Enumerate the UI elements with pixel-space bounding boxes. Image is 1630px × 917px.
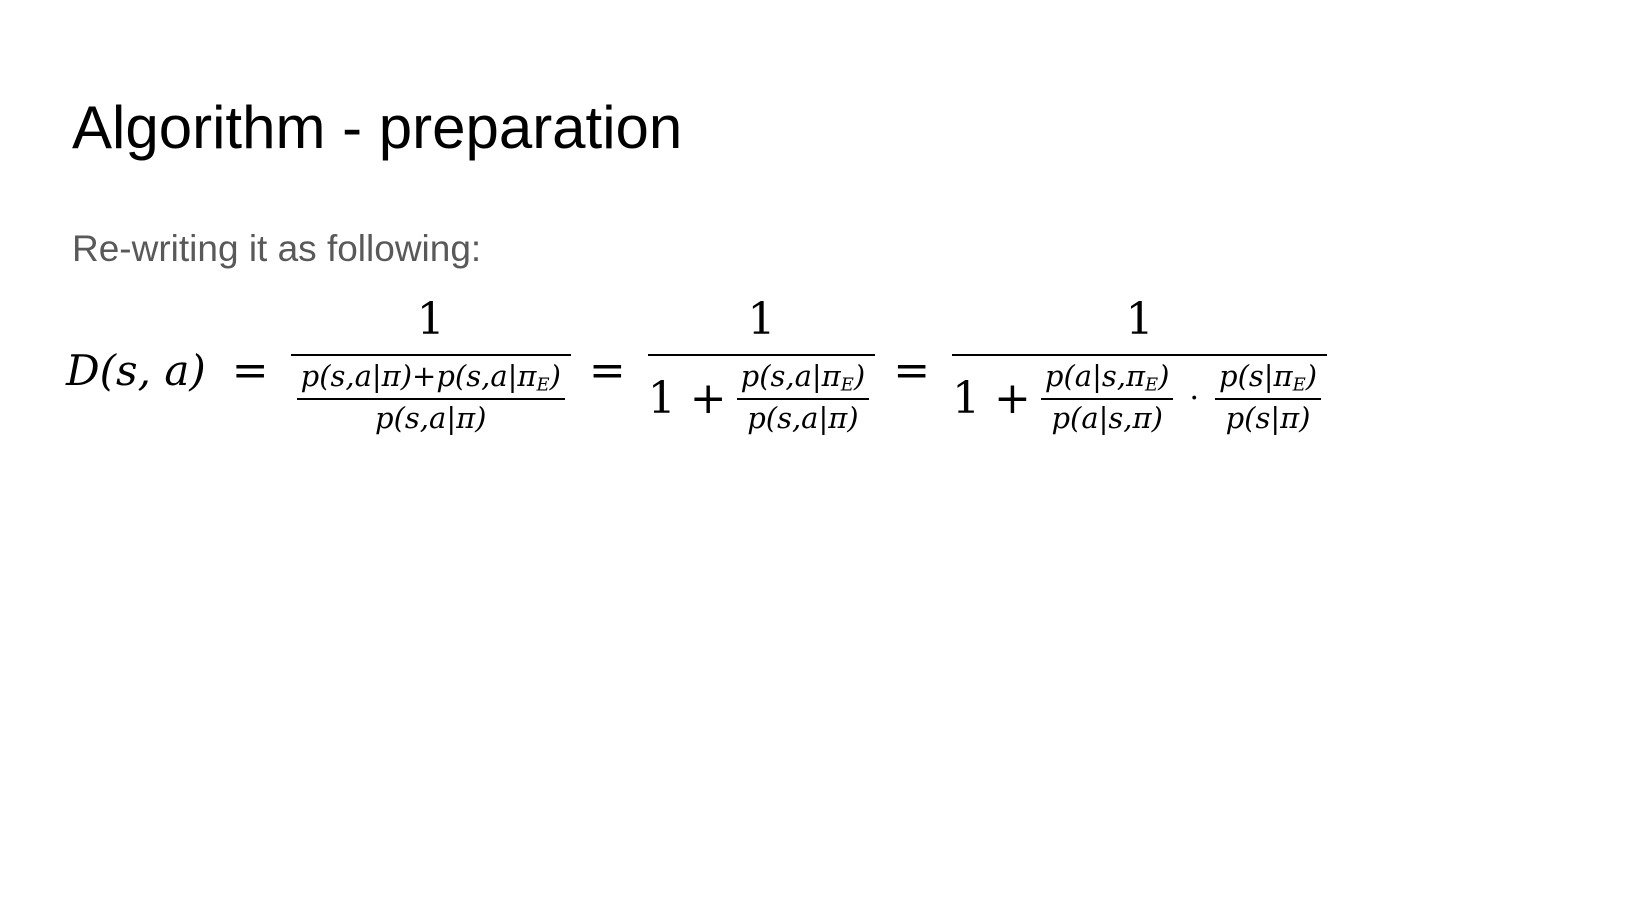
equation: D(s, a) = 1 p(s,a|π)+p(s,a|πE) p(s,a|π) … xyxy=(66,290,1328,450)
inner-fraction-denominator: p(a|s,π) xyxy=(1051,401,1163,436)
inner-fraction-numerator: p(s|πE) xyxy=(1219,359,1318,396)
slide-title: Algorithm - preparation xyxy=(72,94,683,161)
fraction-bar xyxy=(647,354,876,357)
inner-fraction-denominator: p(s|π) xyxy=(1225,401,1311,436)
fraction-term-2: 1 1 + p(s,a|πE) p(s,a|π) xyxy=(647,298,876,436)
one-plus: 1 + xyxy=(647,372,727,424)
equals-sign: = xyxy=(893,344,931,396)
inner-fraction-numerator: p(a|s,πE) xyxy=(1044,359,1170,396)
inner-fraction-numerator: p(s,a|π)+p(s,a|πE) xyxy=(300,359,561,396)
inner-fraction-state: p(s|πE) p(s|π) xyxy=(1215,359,1322,436)
fraction-term-2-denominator: 1 + p(s,a|πE) p(s,a|π) xyxy=(648,356,875,436)
slide-subtitle: Re-writing it as following: xyxy=(72,228,482,269)
fraction-bar xyxy=(1040,398,1174,401)
one-plus: 1 + xyxy=(952,372,1031,424)
inner-fraction-denominator: p(s,a|π) xyxy=(375,401,487,436)
fraction-bar xyxy=(1215,398,1322,401)
inner-fraction: p(s,a|πE) p(s,a|π) xyxy=(736,359,870,436)
equation-lhs: D(s, a) xyxy=(66,345,206,395)
inner-fraction-denominator: p(s,a|π) xyxy=(747,401,859,436)
fraction-term-1: 1 p(s,a|π)+p(s,a|πE) p(s,a|π) xyxy=(290,298,571,436)
fraction-term-1-numerator: 1 xyxy=(416,294,445,346)
equals-sign: = xyxy=(588,344,626,396)
inner-fraction-numerator: p(s,a|πE) xyxy=(740,359,866,396)
fraction-term-2-numerator: 1 xyxy=(747,294,776,346)
fraction-bar xyxy=(736,398,870,401)
fraction-bar xyxy=(952,354,1328,357)
inner-fraction: p(s,a|π)+p(s,a|πE) p(s,a|π) xyxy=(296,359,565,436)
fraction-term-3-numerator: 1 xyxy=(1125,294,1154,346)
fraction-term-1-denominator: p(s,a|π)+p(s,a|πE) p(s,a|π) xyxy=(291,356,571,436)
equals-sign: = xyxy=(231,344,269,396)
multiplication-dot: · xyxy=(1189,380,1200,416)
fraction-term-3: 1 1 + p(a|s,πE) p(a|s,π) · p(s|πE) p(s|π… xyxy=(952,298,1328,436)
fraction-term-3-denominator: 1 + p(a|s,πE) p(a|s,π) · p(s|πE) p(s|π) xyxy=(952,356,1327,436)
inner-fraction-action: p(a|s,πE) p(a|s,π) xyxy=(1040,359,1174,436)
fraction-bar xyxy=(290,354,571,357)
fraction-bar xyxy=(296,398,565,401)
